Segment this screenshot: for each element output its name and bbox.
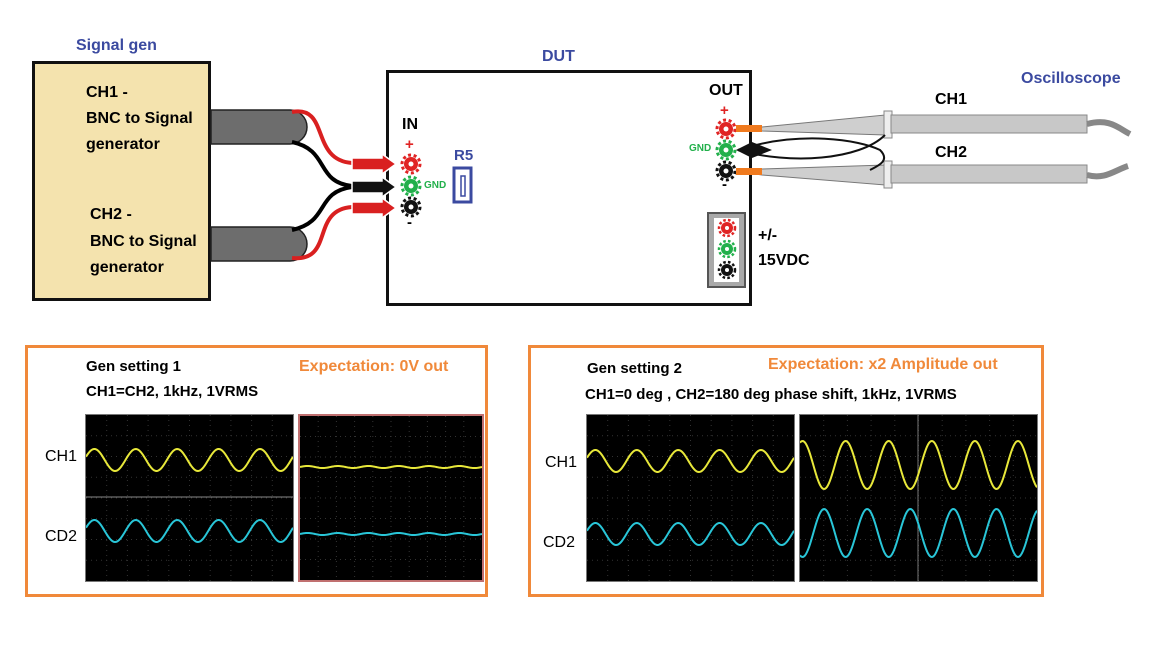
terminal-out-plus-icon bbox=[715, 118, 737, 140]
wire-ch1-black bbox=[291, 140, 353, 188]
scope-screen-1b bbox=[298, 414, 484, 582]
wire-ch1-red bbox=[291, 109, 353, 165]
scope-2b-ch1-trace bbox=[800, 439, 1037, 491]
scope-screen-2a bbox=[586, 414, 795, 582]
probe-ch1 bbox=[735, 110, 1132, 139]
dut-in-gnd: GND bbox=[424, 180, 447, 191]
dut-out-minus: - bbox=[722, 176, 727, 193]
dut-out-label: OUT bbox=[709, 82, 743, 99]
probe-ch2 bbox=[735, 160, 1129, 189]
scope-screen-1a bbox=[85, 414, 294, 582]
setting1-expectation: Expectation: 0V out bbox=[299, 358, 449, 375]
signal-generator-box bbox=[32, 61, 211, 301]
wire-ch2-red bbox=[291, 205, 353, 261]
bnc-cable-ch1 bbox=[210, 109, 308, 145]
setting2-row2-label: CD2 bbox=[543, 534, 576, 551]
scope-2a-grid bbox=[587, 415, 794, 581]
scope-1a-grid bbox=[86, 415, 293, 581]
dut-out-gnd: GND bbox=[689, 143, 712, 154]
setting1-row2-label: CD2 bbox=[45, 528, 78, 545]
signal-gen-title: Signal gen bbox=[76, 37, 157, 54]
ground-clip bbox=[736, 142, 772, 158]
scope-1b-ch2-trace bbox=[300, 531, 482, 537]
supply-label-line1: +/- bbox=[758, 227, 778, 244]
dut-in-minus: - bbox=[407, 214, 412, 231]
scope-1a-ch1-trace bbox=[86, 447, 293, 473]
setting2-title: Gen setting 2 bbox=[587, 360, 683, 377]
scope-2a-ch2-trace bbox=[587, 521, 794, 547]
setting1-row1-label: CH1 bbox=[45, 448, 78, 465]
terminal-in-minus-icon bbox=[400, 196, 422, 218]
r5-label: R5 bbox=[454, 147, 474, 164]
terminal-in-gnd-icon bbox=[400, 175, 422, 197]
bnc-cable-ch2 bbox=[210, 226, 308, 262]
dut-in-label: IN bbox=[402, 116, 418, 133]
setting1-detail: CH1=CH2, 1kHz, 1VRMS bbox=[86, 383, 259, 400]
setting2-expectation: Expectation: x2 Amplitude out bbox=[768, 356, 998, 373]
r5-component bbox=[452, 166, 473, 204]
terminal-out-minus-icon bbox=[715, 160, 737, 182]
dut-title: DUT bbox=[542, 48, 575, 65]
terminal-in-plus-icon bbox=[400, 153, 422, 175]
sg-ch1-line2: BNC to Signal bbox=[86, 110, 193, 127]
dut-out-plus: + bbox=[720, 102, 729, 119]
probe-ground-wire-1 bbox=[737, 137, 886, 171]
setting2-row1-label: CH1 bbox=[545, 454, 578, 471]
setting2-detail: CH1=0 deg , CH2=180 deg phase shift, 1kH… bbox=[585, 386, 957, 403]
scope-2a-ch1-trace bbox=[587, 448, 794, 474]
sg-ch2-line3: generator bbox=[90, 259, 164, 276]
scope-1a-ch2-trace bbox=[86, 518, 293, 544]
sg-ch2-line2: BNC to Signal bbox=[90, 233, 197, 250]
scope-1b-grid bbox=[300, 416, 482, 580]
plug-in-gnd bbox=[351, 175, 398, 199]
probe-ch2-label: CH2 bbox=[935, 144, 968, 161]
scope-1b-ch1-trace bbox=[300, 464, 482, 470]
plug-in-minus bbox=[351, 196, 398, 220]
oscilloscope-title: Oscilloscope bbox=[1021, 70, 1121, 87]
scope-2b-ch2-trace bbox=[800, 507, 1037, 559]
dut-in-plus: + bbox=[405, 136, 414, 153]
sg-ch1-line1: CH1 - bbox=[86, 84, 128, 101]
supply-label-line2: 15VDC bbox=[758, 252, 810, 269]
probe-ch1-label: CH1 bbox=[935, 91, 968, 108]
scope-screen-2b bbox=[799, 414, 1038, 582]
sg-ch2-line1: CH2 - bbox=[90, 206, 132, 223]
power-supply-block bbox=[707, 212, 746, 288]
setting1-title: Gen setting 1 bbox=[86, 358, 182, 375]
terminal-out-gnd-icon bbox=[715, 139, 737, 161]
wire-ch2-black bbox=[291, 185, 353, 232]
plug-in-plus bbox=[351, 152, 398, 176]
sg-ch1-line3: generator bbox=[86, 136, 160, 153]
